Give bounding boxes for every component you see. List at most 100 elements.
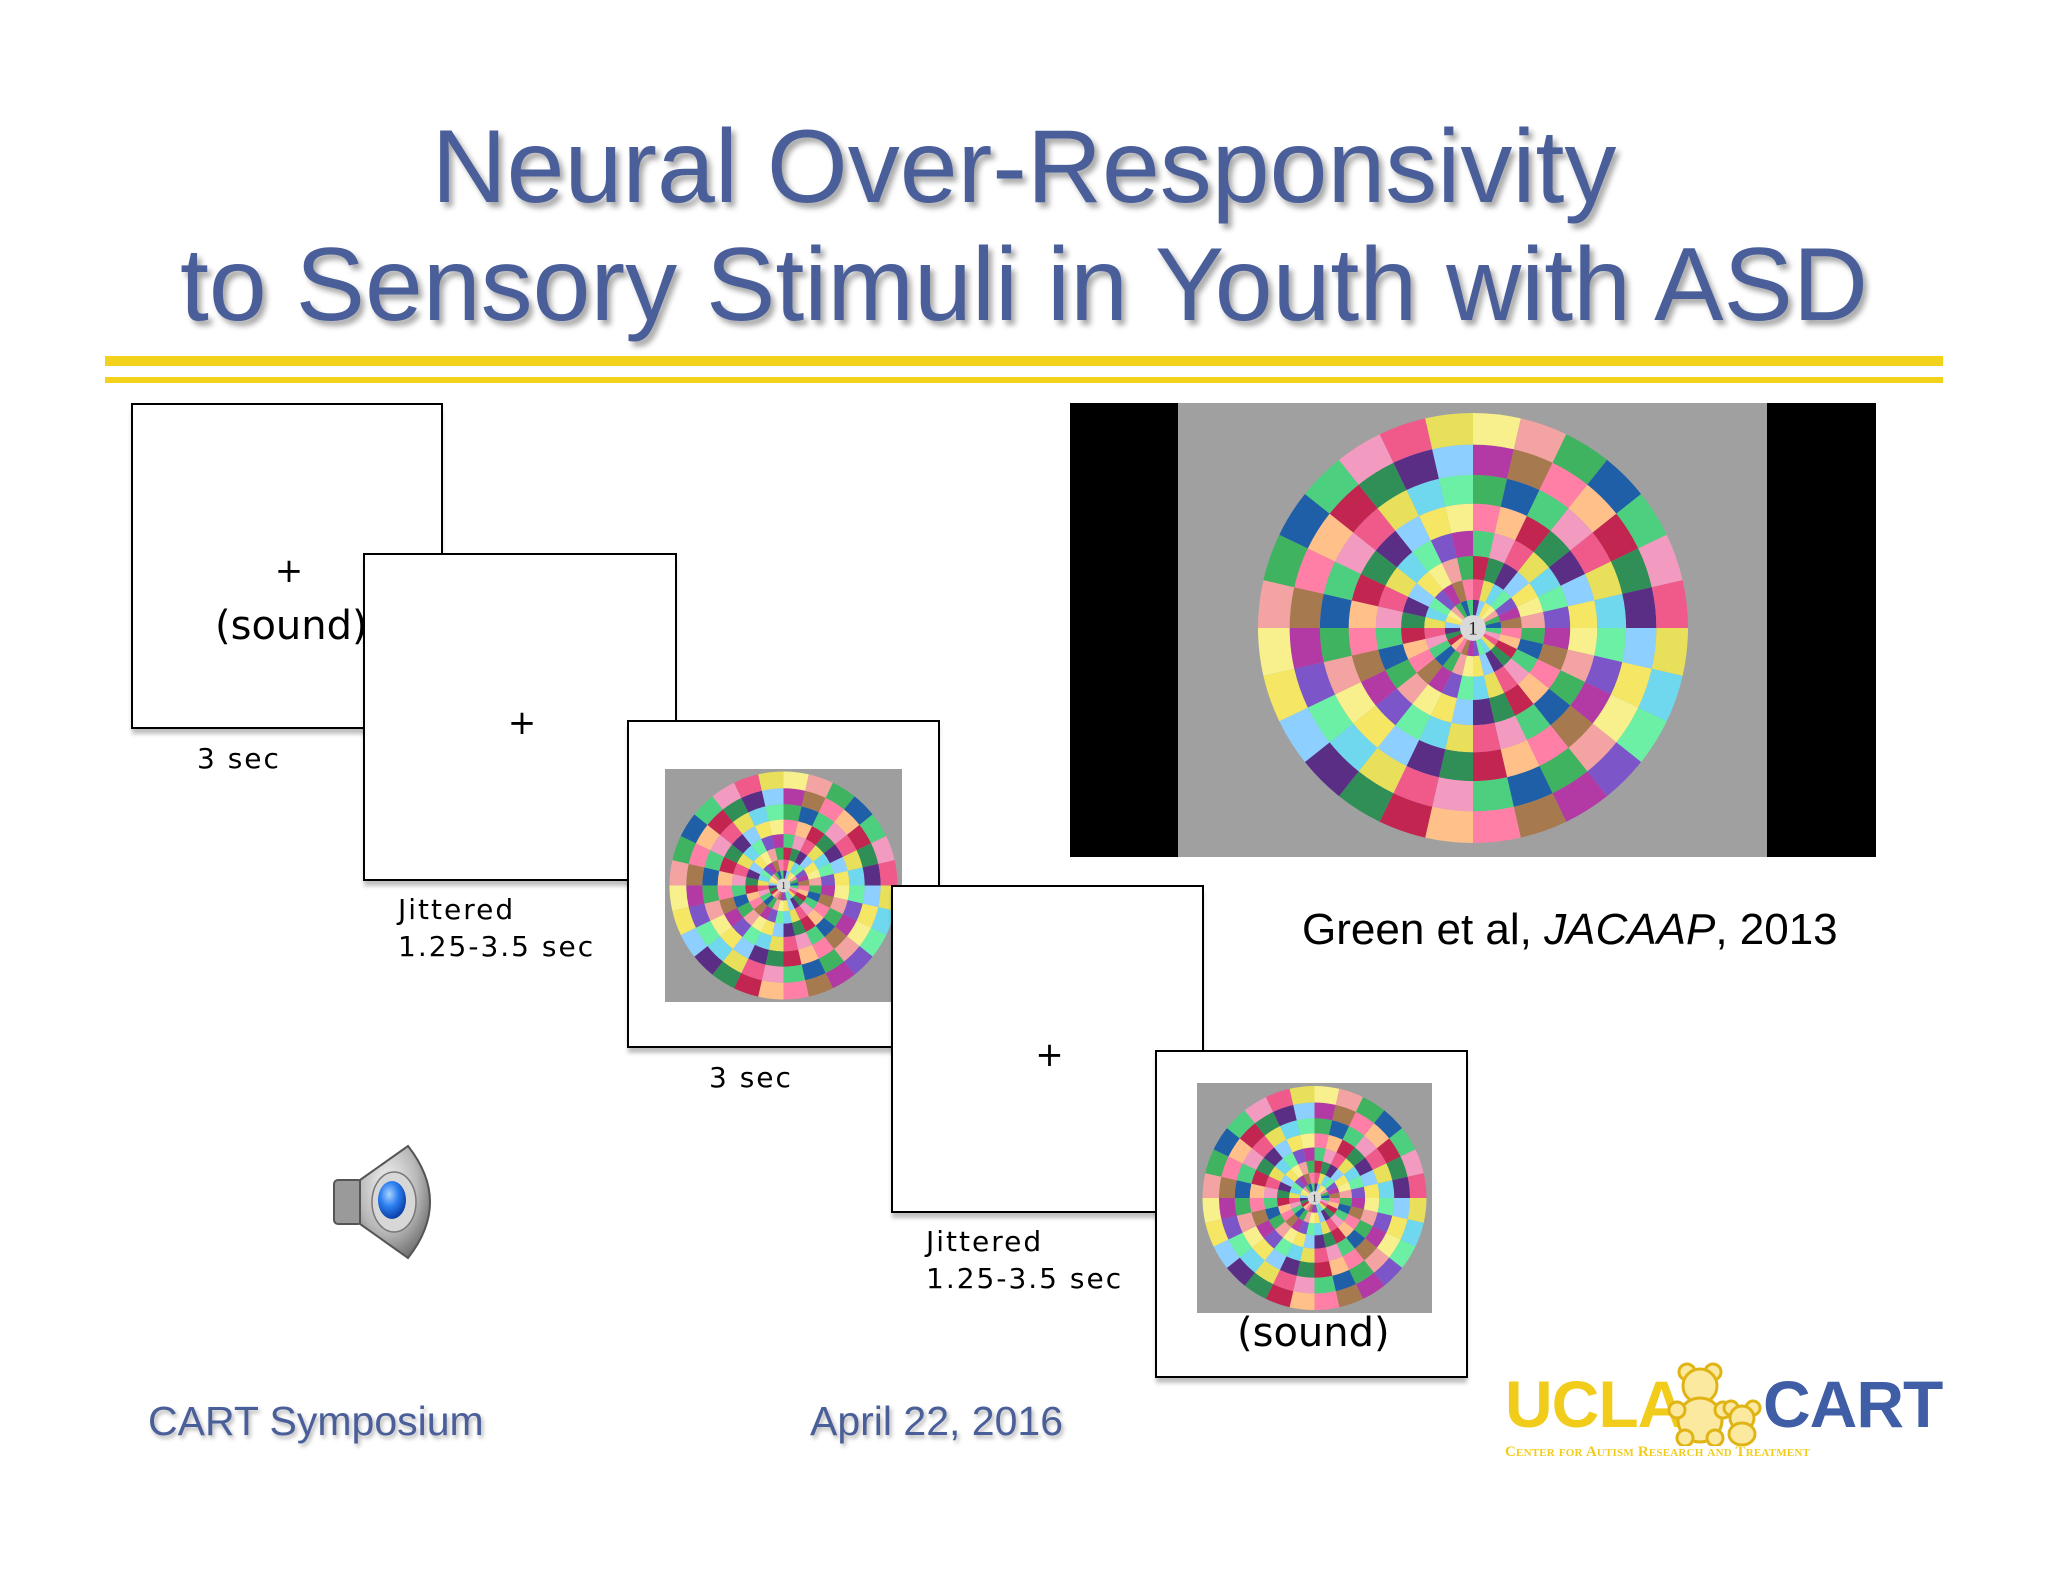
dartboard-segment (1348, 1206, 1364, 1220)
dartboard-segment (1263, 534, 1308, 588)
dartboard-segment (1450, 605, 1467, 622)
dartboard-segment (1515, 704, 1551, 741)
dartboard-segment (824, 822, 847, 845)
dartboard-segment (1616, 493, 1667, 549)
dartboard-segment (1300, 1199, 1310, 1205)
dartboard-segment (1429, 597, 1451, 616)
dartboard-center-label: 1 (781, 881, 786, 892)
dartboard-segment (786, 898, 795, 911)
dartboard-segment (1314, 1160, 1323, 1174)
dartboard-segment (1300, 1133, 1315, 1149)
ucla-cart-logo: UCLA CART Center for Autism Research and… (1505, 1356, 1943, 1462)
dartboard-segment (783, 891, 787, 901)
frame-1-duration: 3 sec (197, 742, 281, 775)
dartboard-segment (1424, 628, 1446, 639)
dartboard-segment (757, 885, 769, 892)
dartboard-segment (1395, 704, 1431, 741)
dartboard-segment (719, 896, 738, 915)
dartboard-segment (1274, 1139, 1293, 1159)
dartboard-segment (704, 850, 725, 871)
dartboard-segment (805, 925, 825, 945)
dartboard-segment (731, 833, 752, 854)
dartboard-segment (1317, 1173, 1326, 1185)
dartboard-segment (871, 907, 895, 935)
title-rule-thin (105, 377, 1943, 383)
dartboard-segment (847, 867, 865, 886)
dartboard-segment (1202, 1173, 1222, 1198)
dartboard-segment (1351, 574, 1386, 607)
dartboard-segment (732, 937, 755, 959)
dartboard-segment (1434, 589, 1456, 611)
dartboard-segment (1473, 675, 1490, 700)
dartboard-segment (1314, 1275, 1336, 1294)
dartboard-segment (772, 898, 781, 911)
dartboard-segment (1325, 1204, 1338, 1214)
dartboard-segment (798, 944, 819, 965)
dartboard-segment (686, 863, 705, 886)
dartboard-segment (1319, 1188, 1328, 1196)
frame-4-duration: 1.25-3.5 sec (926, 1262, 1124, 1295)
dartboard-segment (1314, 1118, 1333, 1135)
dartboard-segment (1483, 557, 1505, 585)
dartboard-segment (1308, 1203, 1314, 1213)
dartboard-segment (833, 885, 850, 901)
dartboard-segment (724, 907, 744, 927)
dartboard-segment (1389, 1128, 1416, 1157)
dartboard-segment (680, 927, 708, 957)
dartboard-segment (1303, 1201, 1311, 1210)
dartboard-segment (1376, 1138, 1401, 1164)
dartboard-segment (1299, 1194, 1309, 1198)
dartboard-segment (717, 870, 734, 886)
dartboard-segment (1408, 649, 1435, 673)
dartboard-segment (759, 851, 773, 866)
dartboard-segment (1375, 530, 1413, 568)
dartboard-segment (765, 949, 784, 967)
dartboard-segment (1319, 1191, 1329, 1197)
dartboard-segment (1651, 580, 1688, 628)
dartboard-segment (1511, 649, 1538, 673)
dartboard-segment (1314, 1234, 1326, 1249)
dartboard-segment (1475, 637, 1486, 656)
dartboard-segment (1325, 1243, 1343, 1262)
dartboard-segment (788, 886, 799, 892)
dartboard-segment (772, 860, 781, 873)
dartboard-segment (1489, 533, 1516, 564)
dartboard-segment (1265, 1206, 1281, 1220)
dartboard-segment (1294, 662, 1336, 708)
dartboard-segment (798, 879, 810, 886)
dartboard-segment (1289, 1201, 1302, 1210)
dartboard-segment (1445, 630, 1464, 641)
dartboard-segment (1358, 747, 1407, 794)
dartboard-segment (794, 851, 808, 866)
dartboard-segment (1318, 1201, 1326, 1210)
dartboard-segment (1335, 1088, 1364, 1112)
dartboard-segment (1651, 628, 1688, 676)
dartboard-segment (1336, 1139, 1355, 1159)
dartboard-segment (788, 879, 799, 885)
dartboard-segment (1298, 1175, 1309, 1187)
dartboard-segment (1550, 705, 1593, 748)
dartboard-segment (1239, 1123, 1265, 1149)
dartboard-segment (1303, 1186, 1311, 1195)
dartboard-segment (818, 948, 845, 974)
footer-date: April 22, 2016 (810, 1398, 1064, 1444)
dartboard-segment (806, 891, 821, 903)
dartboard-segment (1348, 1176, 1364, 1190)
dartboard-stimulus: 1 (669, 771, 898, 1000)
dartboard-segment (1473, 444, 1514, 479)
dartboard-segment (1537, 585, 1568, 612)
dartboard-segment (1314, 1203, 1318, 1213)
dartboard-segment (1552, 434, 1608, 485)
dartboard-segment (1483, 628, 1502, 635)
logo-ucla-text: UCLA (1505, 1367, 1685, 1441)
dartboard-segment (1473, 413, 1521, 450)
dartboard-segment (1242, 1226, 1264, 1248)
speaker-icon[interactable] (330, 1140, 456, 1264)
dartboard-segment (800, 915, 816, 932)
dartboard-segment (1416, 658, 1443, 685)
dartboard-segment (1483, 621, 1502, 628)
dartboard-segment (1301, 1200, 1310, 1208)
frame-2-duration: 1.25-3.5 sec (398, 930, 596, 963)
dartboard-segment (862, 863, 881, 886)
dartboard-segment (775, 910, 784, 924)
